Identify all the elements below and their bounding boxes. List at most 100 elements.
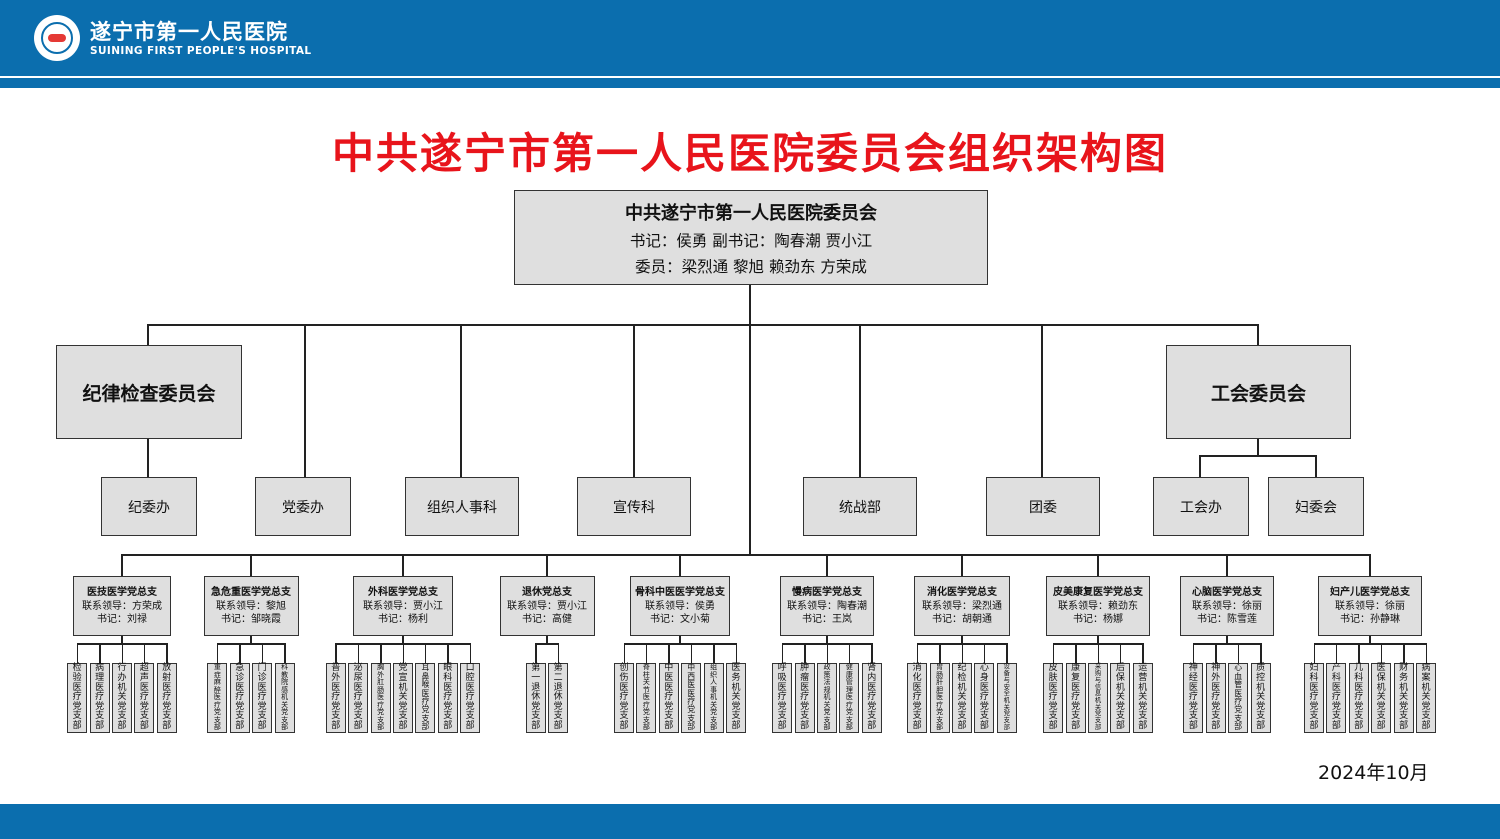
connector-line xyxy=(216,643,219,663)
party-unit-box: 皮肤医疗党支部 xyxy=(1043,663,1064,733)
party-unit-label: 科教院感机关党支部 xyxy=(281,663,289,732)
party-unit-label: 妇科医疗党支部 xyxy=(1309,663,1319,732)
party-unit-box: 政策法规机关党支部 xyxy=(817,663,837,733)
party-committee-box: 中共遂宁市第一人民医院委员会 书记：侯勇 副书记：陶春潮 贾小江 委员：梁烈通 … xyxy=(514,190,988,285)
connector-line xyxy=(1369,636,1371,644)
branch-leader: 联系领导：方荣成 xyxy=(82,601,162,612)
party-unit-box: 眼科医疗党支部 xyxy=(437,663,458,733)
party-unit-label: 采购与信息机关党支部 xyxy=(1094,663,1102,731)
connector-line xyxy=(826,636,828,644)
party-unit-label: 皮肤医疗党支部 xyxy=(1048,663,1058,732)
branch-leader: 联系领导：陶春潮 xyxy=(787,601,867,612)
party-unit-box: 呼吸医疗党支部 xyxy=(772,663,793,733)
office-box: 统战部 xyxy=(803,477,917,536)
connector-line xyxy=(848,643,851,663)
branch-secretary: 书记：杨利 xyxy=(378,614,428,625)
connector-line xyxy=(460,324,462,478)
party-unit-box: 儿科医疗党支部 xyxy=(1348,663,1369,733)
connector-line xyxy=(939,643,941,663)
party-unit-box: 重症麻醉医疗党支部 xyxy=(207,663,228,733)
party-unit-label: 耳鼻喉医疗党支部 xyxy=(421,663,430,732)
discipline-committee-box: 纪律检查委员会 xyxy=(56,345,242,439)
party-unit-box: 放射医疗党支部 xyxy=(156,663,177,733)
connector-line xyxy=(781,643,784,663)
party-unit-box: 医保机关党支部 xyxy=(1371,663,1392,733)
party-unit-label: 超声医疗党支部 xyxy=(139,663,149,732)
connector-line xyxy=(147,324,1259,326)
connector-line xyxy=(535,643,560,645)
party-unit-box: 采购与信息机关党支部 xyxy=(1088,663,1108,733)
branch-name: 皮美康复医学党总支 xyxy=(1053,587,1143,598)
party-unit-label: 肿瘤医疗党支部 xyxy=(800,663,810,732)
branch-name: 慢病医学党总支 xyxy=(792,587,862,598)
party-unit-label: 第一退休党支部 xyxy=(531,663,541,732)
party-unit-box: 普外医疗党支部 xyxy=(325,663,346,733)
party-unit-box: 急诊医疗党支部 xyxy=(229,663,250,733)
connector-line xyxy=(147,324,149,346)
party-unit-box: 口腔医疗党支部 xyxy=(460,663,481,733)
party-unit-label: 康复医疗党支部 xyxy=(1071,663,1081,732)
party-unit-box: 泌尿医疗党支部 xyxy=(348,663,369,733)
party-unit-box: 后保机关党支部 xyxy=(1110,663,1131,733)
party-committee-name: 中共遂宁市第一人民医院委员会 xyxy=(625,202,877,224)
party-unit-label: 医保机关党支部 xyxy=(1376,663,1386,732)
branch-name: 退休党总支 xyxy=(522,587,572,598)
branch-secretary: 书记：高健 xyxy=(522,614,572,625)
party-unit-box: 耳鼻喉医疗党支部 xyxy=(415,663,436,733)
connector-line xyxy=(304,324,306,478)
connector-line xyxy=(1260,643,1262,663)
connector-line xyxy=(284,643,286,663)
connector-line xyxy=(402,636,404,644)
connector-line xyxy=(633,324,635,478)
connector-line xyxy=(1097,643,1099,663)
connector-line xyxy=(1314,643,1427,645)
connector-line xyxy=(1097,636,1099,644)
party-unit-label: 泌尿医疗党支部 xyxy=(353,663,363,732)
connector-line xyxy=(546,636,548,644)
party-unit-label: 门诊医疗党支部 xyxy=(257,663,267,732)
connector-line xyxy=(1226,636,1228,644)
union-committee-box: 工会委员会 xyxy=(1166,345,1351,439)
party-unit-box: 中西医医疗党支部 xyxy=(681,663,702,733)
party-unit-label: 胃肠肝胆医疗党支部 xyxy=(936,663,944,732)
connector-line xyxy=(804,643,806,663)
connector-line xyxy=(1199,455,1201,478)
branch-box: 心脑医学党总支联系领导：徐丽书记：陈雪莲 xyxy=(1180,576,1274,636)
branch-secretary: 书记：邹晓霞 xyxy=(221,614,281,625)
connector-line xyxy=(961,643,963,663)
party-unit-box: 病案机关党支部 xyxy=(1416,663,1436,733)
branch-box: 急危重医学党总支联系领导：黎旭书记：邹晓霞 xyxy=(203,576,299,636)
connector-line xyxy=(826,643,828,663)
branch-name: 外科医学党总支 xyxy=(368,587,438,598)
branch-secretary: 书记：孙静琳 xyxy=(1340,614,1400,625)
branch-leader: 联系领导：贾小江 xyxy=(507,601,587,612)
party-unit-label: 组织人事机关党支部 xyxy=(710,663,718,732)
party-unit-box: 肿瘤医疗党支部 xyxy=(794,663,815,733)
party-unit-label: 质控机关党支部 xyxy=(1256,663,1266,732)
office-box: 工会办 xyxy=(1153,477,1249,536)
connector-line xyxy=(546,554,548,576)
connector-line xyxy=(1006,643,1008,663)
connector-line xyxy=(239,643,241,663)
connector-line xyxy=(1041,324,1043,478)
header-bar: 遂宁市第一人民医院 SUINING FIRST PEOPLE'S HOSPITA… xyxy=(0,0,1500,76)
header-stripe xyxy=(0,78,1500,88)
connector-line xyxy=(624,643,737,645)
connector-line xyxy=(1192,643,1195,663)
party-unit-box: 质控机关党支部 xyxy=(1250,663,1271,733)
connector-line xyxy=(1335,643,1338,663)
branch-leader: 联系领导：徐丽 xyxy=(1335,601,1405,612)
connector-line xyxy=(469,643,472,663)
branch-secretary: 书记：王岚 xyxy=(802,614,852,625)
branch-leader: 联系领导：贾小江 xyxy=(363,601,443,612)
connector-line xyxy=(1193,643,1262,645)
connector-line xyxy=(166,643,168,663)
connector-line xyxy=(447,643,449,663)
party-unit-label: 眼科医疗党支部 xyxy=(443,663,453,732)
connector-line xyxy=(1358,643,1360,663)
party-unit-label: 呼吸医疗党支部 xyxy=(777,663,787,732)
branch-box: 慢病医学党总支联系领导：陶春潮书记：王岚 xyxy=(780,576,874,636)
connector-line xyxy=(122,554,1371,556)
party-unit-box: 超声医疗党支部 xyxy=(134,663,155,733)
branch-name: 妇产儿医学党总支 xyxy=(1330,587,1410,598)
